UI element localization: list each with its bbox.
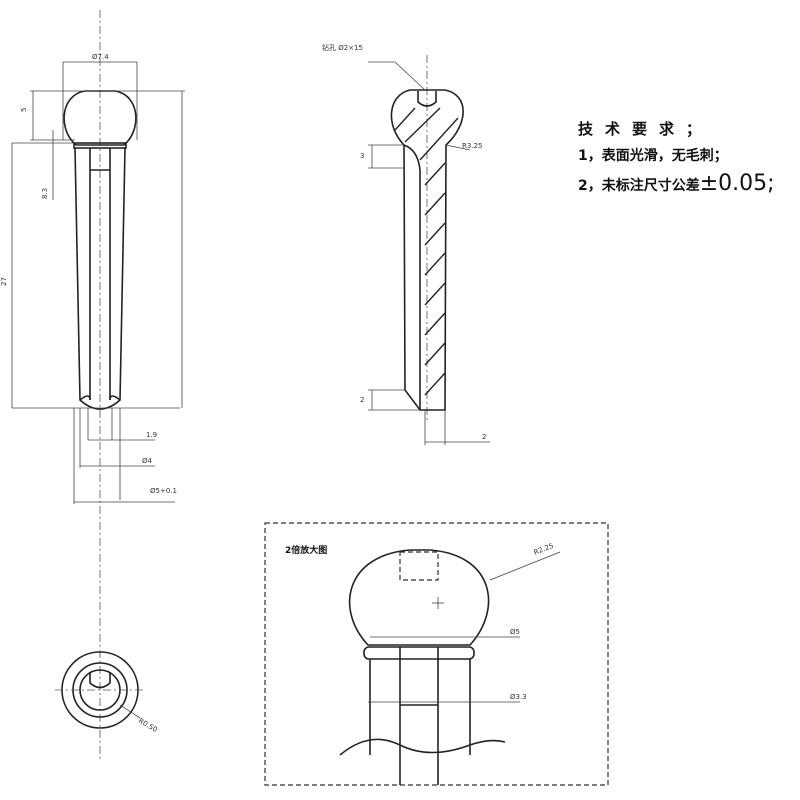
detail-view: 2倍放大图 R2.25 Ø5 Ø3.3: [264, 522, 609, 786]
detail-head: [348, 549, 490, 646]
dim-collar-diameter: Ø5: [510, 628, 520, 636]
technical-requirements: 技术要求； 1，表面光滑，无毛刺； 2，未标注尺寸公差±0.05;: [578, 118, 775, 202]
front-view: Ø7.4 5 8.3 27 1.9 Ø4 Ø5+0.1: [0, 10, 185, 760]
dim-bottom-diameter: Ø4: [142, 457, 153, 465]
dim-bore-depth: 8.3: [41, 188, 49, 199]
dim-head-diameter: Ø7.4: [92, 53, 109, 61]
tolerance-value: ±0.05;: [699, 171, 775, 196]
requirement-item-2-text: 2，未标注尺寸公差: [578, 178, 700, 194]
requirement-item-1: 1，表面光滑，无毛刺；: [578, 148, 728, 164]
dim-tip-height: 2: [360, 396, 364, 404]
dim-section-radius: R3.25: [462, 142, 482, 150]
dim-groove-height: 3: [360, 152, 364, 160]
dim-detail-radius: R2.25: [533, 542, 555, 557]
section-view: 钻孔 Ø2×15 R3.25 3 2 2: [322, 43, 490, 445]
bottom-view: R0.50: [55, 651, 159, 734]
detail-title: 2倍放大图: [285, 544, 327, 556]
dim-tip-width: 1.9: [146, 431, 157, 439]
dim-total-length: 27: [0, 277, 8, 286]
hole-note: 钻孔 Ø2×15: [322, 43, 363, 52]
dim-shaft-diameter: Ø3.3: [510, 693, 527, 701]
dim-section-tip-width: 2: [482, 433, 486, 441]
requirement-item-2: 2，未标注尺寸公差±0.05;: [578, 171, 775, 196]
dim-top-diameter: Ø5+0.1: [150, 487, 177, 495]
dim-head-height: 5: [20, 108, 28, 112]
requirements-title: 技术要求；: [578, 120, 714, 138]
dim-bottom-radius: R0.50: [137, 717, 159, 734]
